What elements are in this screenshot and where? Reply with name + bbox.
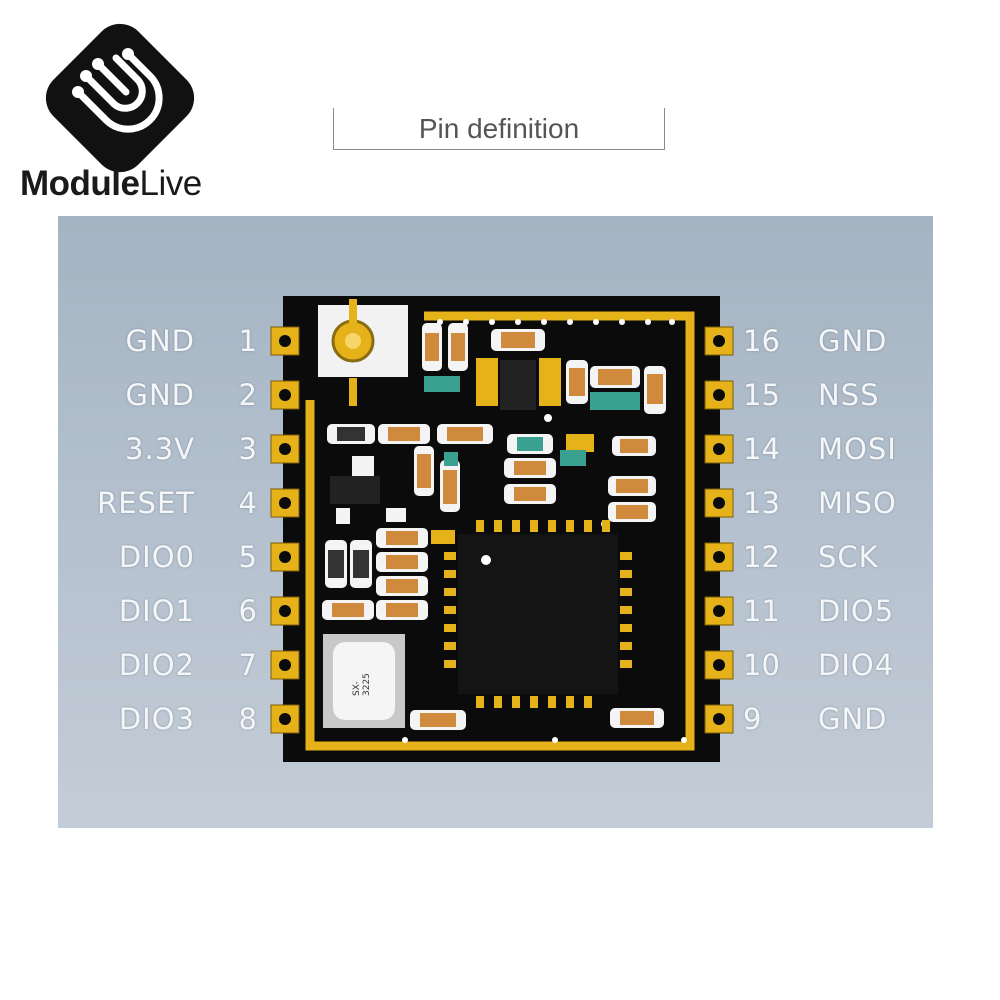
pin-1-number: 1 — [238, 324, 257, 358]
pin-3-name: 3.3V — [125, 432, 195, 466]
pin-5-number: 5 — [238, 540, 257, 574]
pin-8-name: DIO3 — [118, 702, 195, 736]
pin-14-number: 14 — [743, 432, 780, 466]
pin-16-number: 16 — [743, 324, 780, 358]
pin-3-number: 3 — [238, 432, 257, 466]
page-title: Pin definition — [333, 108, 665, 150]
pin-11-number: 11 — [743, 594, 780, 628]
pin-14-name: MOSI — [818, 432, 897, 466]
pin-2-name: GND — [125, 378, 195, 412]
pin-1-name: GND — [125, 324, 195, 358]
pin-15-number: 15 — [743, 378, 780, 412]
pin-13-number: 13 — [743, 486, 780, 520]
pin-15-name: NSS — [818, 378, 880, 412]
modulelive-logo-icon — [45, 23, 195, 173]
pin-11-name: DIO5 — [818, 594, 895, 628]
pin-6-number: 6 — [238, 594, 257, 628]
pin-7-number: 7 — [238, 648, 257, 682]
pin-9-number: 9 — [743, 702, 762, 736]
pin-4-name: RESET — [97, 486, 195, 520]
pin-13-name: MISO — [818, 486, 897, 520]
pin-6-name: DIO1 — [118, 594, 195, 628]
crystal-label: SX-3225 — [352, 673, 372, 696]
pin-7-name: DIO2 — [118, 648, 195, 682]
pin-8-number: 8 — [238, 702, 257, 736]
pin-12-number: 12 — [743, 540, 780, 574]
brand-name: ModuleLive — [20, 164, 202, 203]
pin-16-name: GND — [818, 324, 888, 358]
pin-10-number: 10 — [743, 648, 780, 682]
pin-4-number: 4 — [238, 486, 257, 520]
pin-2-number: 2 — [238, 378, 257, 412]
pin-12-name: SCK — [818, 540, 879, 574]
pin-5-name: DIO0 — [118, 540, 195, 574]
pin-9-name: GND — [818, 702, 888, 736]
pin-10-name: DIO4 — [818, 648, 895, 682]
